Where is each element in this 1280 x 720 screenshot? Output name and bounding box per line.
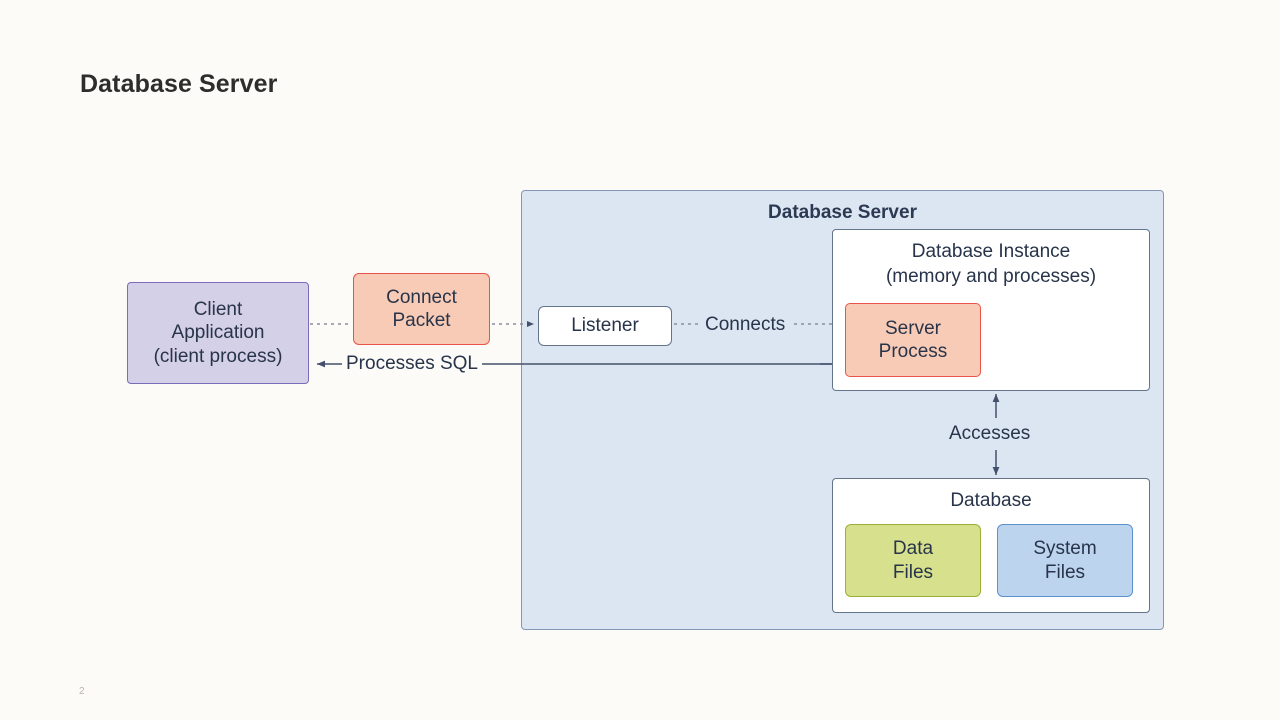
node-listener[interactable]: Listener — [538, 306, 672, 346]
database-label: Database — [950, 490, 1032, 511]
edge-label-processes-sql: Processes SQL — [342, 353, 482, 375]
node-server-process[interactable]: Server Process — [845, 303, 981, 377]
page-number: 2 — [79, 686, 85, 697]
edge-label-connects: Connects — [701, 314, 790, 336]
node-system-files[interactable]: System Files — [997, 524, 1133, 597]
node-client-application[interactable]: Client Application (client process) — [127, 282, 309, 384]
database-server-container-label: Database Server — [768, 202, 917, 223]
page-title: Database Server — [80, 70, 278, 98]
database-instance-label: Database Instance (memory and processes) — [885, 241, 1097, 287]
edge-label-accesses: Accesses — [945, 423, 1035, 445]
node-data-files[interactable]: Data Files — [845, 524, 981, 597]
node-connect-packet[interactable]: Connect Packet — [353, 273, 490, 345]
